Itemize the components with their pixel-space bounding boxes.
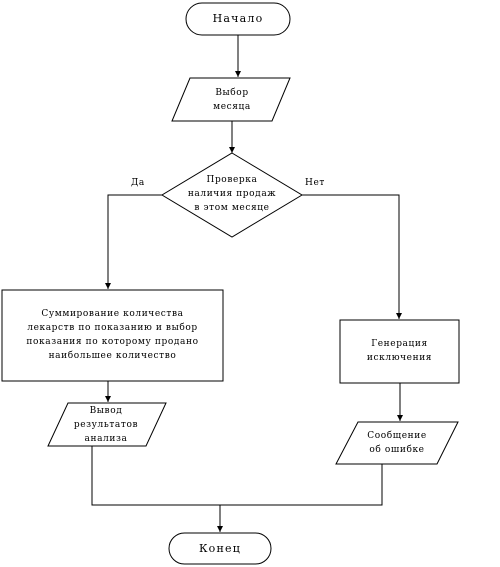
- check-sales-label: Проверка наличия продаж в этом месяце: [187, 175, 277, 213]
- exception-process-box: [339, 319, 460, 384]
- error-message-io: [335, 421, 459, 465]
- output-results-io: [47, 402, 167, 447]
- end-label: Конец: [198, 541, 242, 555]
- start-terminator: [185, 2, 291, 36]
- select-month-io: [171, 77, 291, 122]
- connector-no-branch: [302, 194, 402, 319]
- branch-yes-label: Да: [131, 178, 145, 188]
- error-message-label: Сообщение об ошибке: [367, 431, 427, 455]
- connector-error-to-merge: [220, 464, 383, 506]
- branch-no-label: Нет: [305, 178, 325, 188]
- sum-process-label: Суммирование количества лекарств по пока…: [26, 309, 199, 361]
- connector-output-to-merge: [91, 446, 220, 506]
- sum-process-box: [1, 289, 224, 382]
- check-sales-decision: [161, 152, 303, 238]
- select-month-label: Выбор месяца: [213, 88, 251, 112]
- exception-label: Генерация исключения: [366, 339, 433, 363]
- start-label: Начало: [212, 12, 264, 25]
- end-terminator: [168, 532, 272, 565]
- output-results-label: Вывод результатов анализа: [73, 405, 139, 444]
- connector-yes-branch: [105, 194, 162, 289]
